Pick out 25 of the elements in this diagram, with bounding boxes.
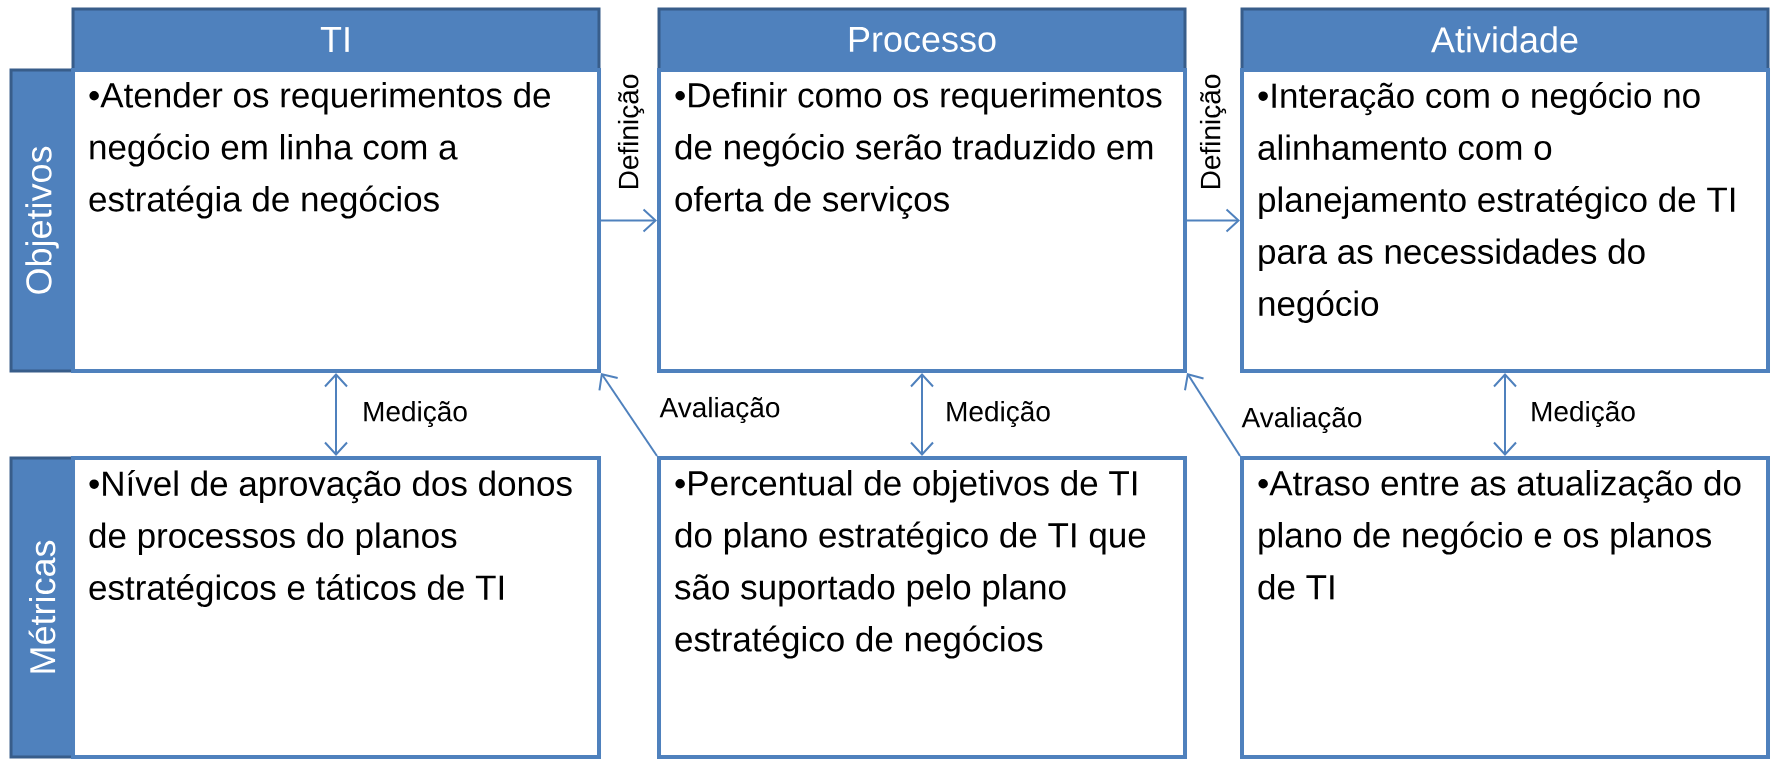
text-box: •Interação com o negócio no alinhamento com o planejamento estratégico de TI para as necessidades do negócio [1240,68,1770,373]
arrow [324,373,348,456]
edge-label: Medição [1528,398,1638,430]
edge-label: Avaliação [1239,404,1365,436]
row-header: Métricas [9,456,75,759]
edge-label: Medição [360,398,470,430]
column-header: TI [71,7,601,72]
arrow [1186,208,1240,233]
arrow [1493,373,1517,456]
text-box: •Definir como os requerimentos de negócio serão traduzido em oferta de serviços [657,68,1187,373]
edge-label: Definição [615,71,647,193]
edge-label: Medição [943,398,1053,430]
arrow [910,373,934,456]
row-header: Objetivos [9,68,75,373]
column-header: Atividade [1240,7,1770,72]
arrow [598,373,658,457]
edge-label: Avaliação [657,394,783,426]
text-box: •Atender os requerimentos de negócio em linha com a estratégia de negócios [71,68,601,373]
text-box: •Percentual de objetivos de TI do plano estratégico de TI que são suportado pelo plano estratégico de negócios [657,456,1187,759]
column-header: Processo [657,7,1187,72]
text-box: •Nível de aprovação dos donos de processos do planos estratégicos e táticos de TI [71,456,601,759]
arrow [1184,373,1241,457]
arrow [600,208,657,233]
edge-label: Definição [1197,71,1229,193]
text-box: •Atraso entre as atualização do plano de negócio e os planos de TI [1240,456,1770,759]
